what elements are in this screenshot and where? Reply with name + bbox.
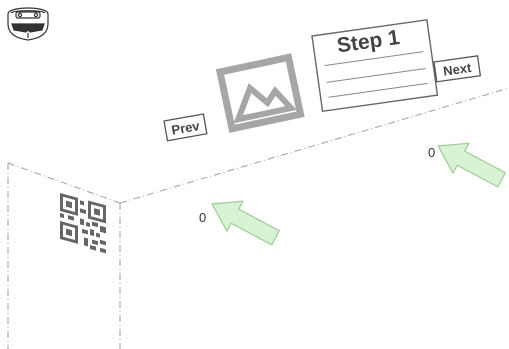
step-card: Step 1 [311,19,439,113]
step-card-text-line [328,82,428,98]
prev-button[interactable]: Prev [163,113,208,142]
pointer-arrow-icon [211,200,280,246]
step-card-text-line [324,51,424,67]
step-card-text-line [326,68,426,83]
next-button-frame [433,55,482,83]
room-edges [7,87,509,349]
marker-label: 0 [199,210,206,225]
marker-label: 0 [428,145,435,160]
next-button[interactable]: Next [433,55,482,83]
prev-button-label: Prev [170,118,201,138]
mixed-reality-headset-icon [7,7,49,41]
left-wall-top-edge [7,162,121,204]
pointer-arrow-icon [437,142,506,188]
prev-button-frame [163,113,208,142]
next-button-label: Next [442,60,473,79]
step-card-frame [311,19,439,113]
qr-code-icon [60,193,106,254]
image-placeholder-icon [215,53,305,133]
right-wall-top-edge [119,87,509,204]
